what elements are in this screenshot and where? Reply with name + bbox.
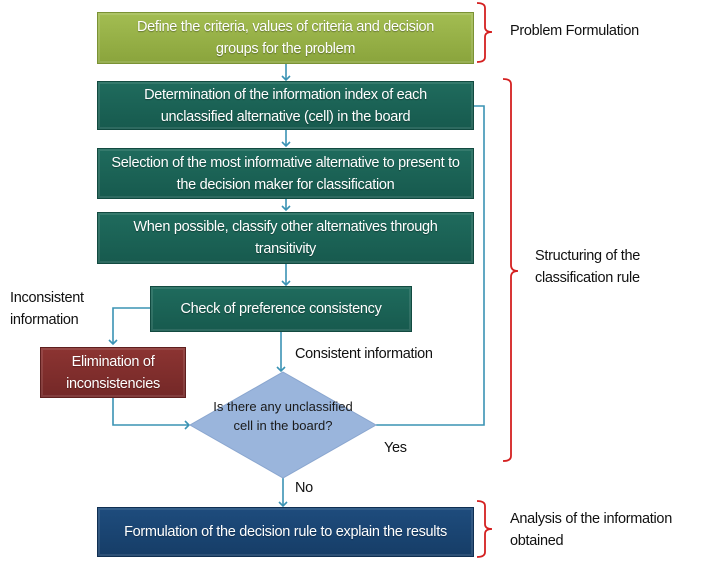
phase-label-structuring: Structuring of the classification rule <box>535 248 641 286</box>
step-selection-label: Selection of the most informative altern… <box>111 154 460 193</box>
arrow-elimination-to-decision <box>112 398 191 430</box>
step-formulation: Formulation of the decision rule to expl… <box>97 507 474 557</box>
edge-label-yes: Yes <box>384 440 407 456</box>
step-formulation-label: Formulation of the decision rule to expl… <box>124 524 447 540</box>
arrow-check-to-elimination <box>108 307 150 346</box>
phase-label-problem-formulation: Problem Formulation <box>510 23 639 39</box>
step-define-label: Define the criteria, values of criteria … <box>136 19 435 57</box>
step-elimination-label: Elimination of inconsistencies <box>66 353 160 392</box>
step-check-label: Check of preference consistency <box>180 301 382 317</box>
edge-label-no: No <box>295 480 313 496</box>
phase-label-analysis: Analysis of the information obtained <box>510 511 672 549</box>
step-define: Define the criteria, values of criteria … <box>97 12 474 64</box>
bracket-problem-formulation <box>476 2 493 63</box>
step-check: Check of preference consistency <box>150 286 412 332</box>
step-transitivity-label: When possible, classify other alternativ… <box>133 219 438 257</box>
bracket-analysis <box>476 500 493 558</box>
step-selection: Selection of the most informative altern… <box>97 148 474 199</box>
bracket-structuring <box>502 78 519 462</box>
step-determination: Determination of the information index o… <box>97 81 474 130</box>
step-transitivity: When possible, classify other alternativ… <box>97 212 474 264</box>
edge-label-consistent: Consistent information <box>295 346 433 362</box>
step-determination-label: Determination of the information index o… <box>144 86 427 125</box>
decision-diamond <box>188 371 378 479</box>
decision-label: Is there any unclassified cell in the bo… <box>213 399 353 433</box>
edge-label-inconsistent: Inconsistent information <box>10 290 84 328</box>
step-elimination: Elimination of inconsistencies <box>40 347 186 398</box>
